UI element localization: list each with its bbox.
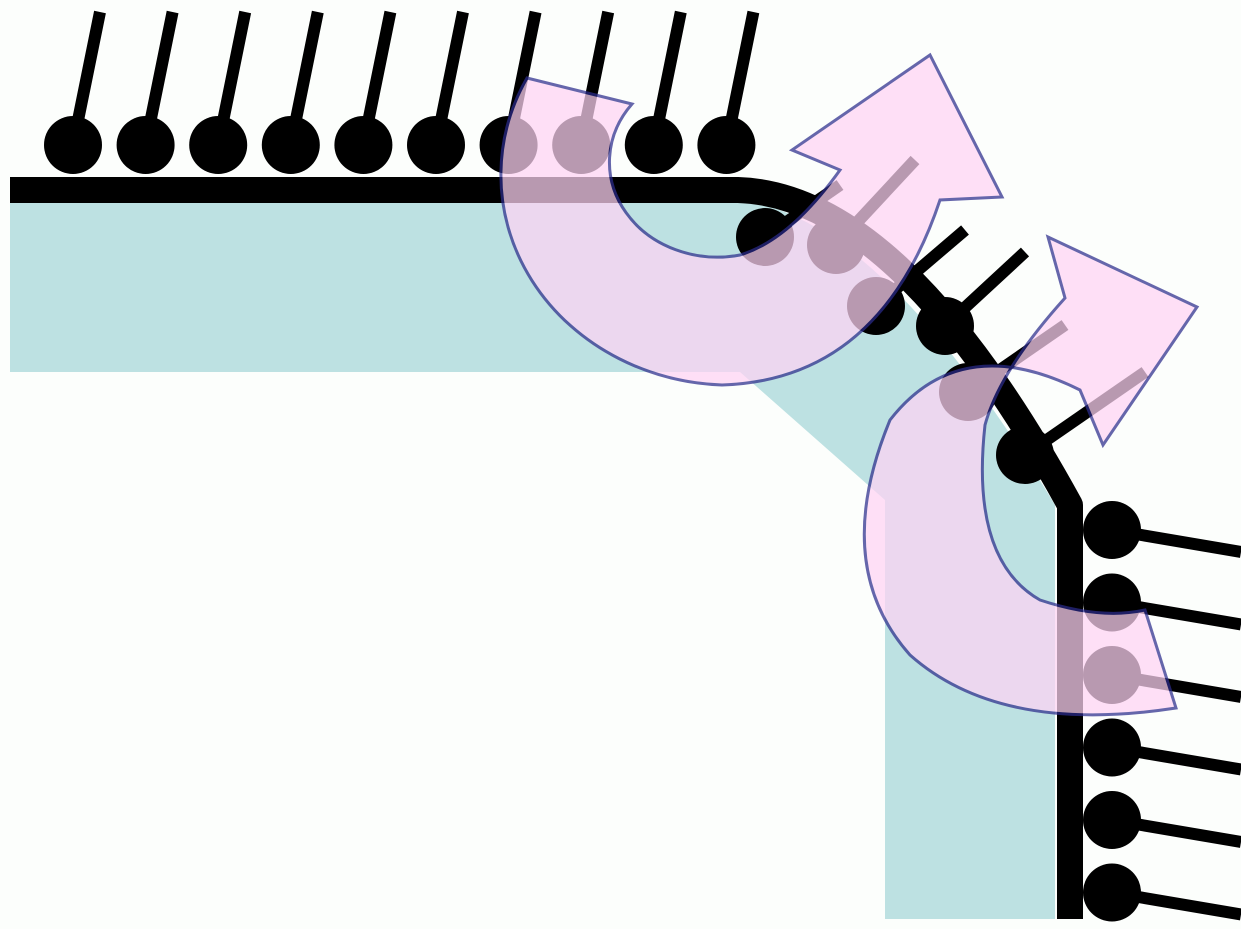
molecule-head bbox=[117, 116, 175, 174]
molecule-head bbox=[625, 116, 683, 174]
molecule-head bbox=[262, 116, 320, 174]
molecule-head bbox=[1083, 501, 1141, 559]
molecule-right-4 bbox=[1083, 719, 1241, 777]
molecule-head bbox=[996, 426, 1054, 484]
molecule-right-6 bbox=[1083, 864, 1241, 922]
molecule-head bbox=[44, 116, 102, 174]
molecule-head bbox=[334, 116, 392, 174]
molecule-top-4 bbox=[262, 12, 320, 174]
molecule-right-5 bbox=[1083, 791, 1241, 849]
molecule-top-6 bbox=[407, 12, 465, 174]
molecule-top-5 bbox=[334, 12, 392, 174]
molecule-head bbox=[407, 116, 465, 174]
molecule-head bbox=[1083, 864, 1141, 922]
molecule-curve-4 bbox=[916, 252, 1025, 355]
molecule-top-2 bbox=[117, 12, 175, 174]
molecule-top-9 bbox=[625, 12, 683, 174]
molecule-head bbox=[1083, 719, 1141, 777]
molecule-right-1 bbox=[1083, 501, 1241, 559]
molecule-head bbox=[189, 116, 247, 174]
molecule-head bbox=[916, 297, 974, 355]
molecule-top-3 bbox=[189, 12, 247, 174]
molecule-top-1 bbox=[44, 12, 102, 174]
molecule-top-10 bbox=[697, 12, 755, 174]
molecule-head bbox=[1083, 791, 1141, 849]
molecule-head bbox=[697, 116, 755, 174]
